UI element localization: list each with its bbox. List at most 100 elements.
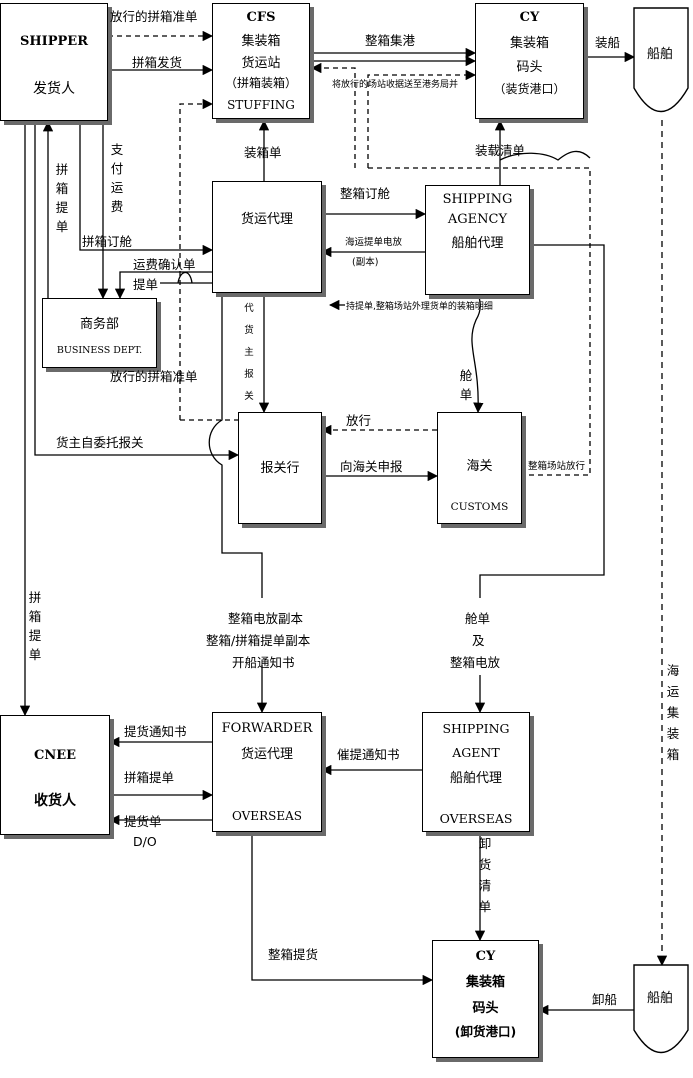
hop-freight	[177, 271, 193, 284]
forwarder-os-cn: 货运代理	[240, 747, 293, 762]
agent-os-cn: 船舶代理	[449, 771, 502, 786]
label-copy: (副本)	[352, 257, 379, 268]
forwarder-box: 货运代理	[212, 181, 322, 293]
label-do-cn: 提货单	[124, 814, 162, 829]
customs-broker-box: 报关行	[238, 412, 322, 524]
cy-load-cn3: （装货港口）	[493, 82, 566, 96]
label-urge-notice: 催提通知书	[337, 747, 400, 762]
shipper-box: SHIPPER 发货人	[0, 3, 108, 121]
label-doc3: 开船通知书	[232, 655, 295, 670]
label-sea-container-v: 海运集装箱	[666, 663, 680, 762]
label-freight-confirm: 运费确认单	[133, 257, 196, 272]
arrow-dashed-cfs-right	[310, 62, 356, 168]
label-manifest-fcl3: 整箱电放	[450, 655, 501, 670]
label-bl-release: 海运提单电放	[345, 237, 403, 248]
cnee-box: CNEE 收货人	[0, 715, 110, 835]
arrow-fcl-pickup	[251, 832, 434, 986]
cnee-cn: 收货人	[34, 793, 76, 809]
label-dashed-note: 将放行的场站收据送至港务局并	[332, 80, 459, 90]
arrow-dashed-note	[367, 69, 477, 168]
label-fcl-to-port: 整箱集港	[365, 33, 416, 48]
shipping-agency-box: SHIPPING AGENCY 船舶代理	[425, 185, 530, 295]
label-fcl-booking: 整箱订舱	[340, 186, 391, 201]
ship-bottom-label: 船舶	[647, 991, 674, 1006]
label-do-en: D/O	[133, 834, 157, 849]
label-release: 放行	[346, 413, 372, 428]
cy-load-en: CY	[519, 10, 540, 25]
label-doc2: 整箱/拼箱提单副本	[206, 633, 311, 648]
cy-load-box: CY 集装箱 码头 （装货港口）	[475, 3, 584, 119]
agency-cn: 船舶代理	[451, 236, 504, 251]
cfs-cn3: （拼箱装箱）	[224, 76, 297, 90]
agent-overseas-box: SHIPPING AGENT 船舶代理 OVERSEAS	[422, 712, 530, 832]
label-cargo-decl-agent: 代货主报关	[244, 303, 254, 402]
forwarder-cn: 货运代理	[240, 212, 293, 227]
cy-discharge-en: CY	[475, 949, 496, 964]
agency-en1: SHIPPING	[442, 192, 513, 207]
label-bl: 提单	[133, 277, 159, 292]
label-pickup-notice: 提货通知书	[124, 724, 187, 739]
label-lcl-bl-left-v: 拼箱提单	[28, 590, 42, 662]
ship-bottom-shape	[633, 964, 689, 1054]
dashed-link	[368, 167, 591, 476]
arrow-freight-confirm	[114, 271, 212, 300]
shipper-en: SHIPPER	[19, 34, 88, 49]
agent-os-en3: OVERSEAS	[439, 811, 513, 826]
business-en: BUSINESS DEPT.	[56, 345, 143, 356]
forwarder-os-en1: FORWARDER	[221, 721, 313, 736]
label-loading: 装船	[595, 35, 621, 50]
broker-cn: 报关行	[260, 461, 300, 476]
cy-discharge-box: CY 集装箱 码头 (卸货港口)	[432, 940, 539, 1058]
line-forwarder-down	[208, 293, 263, 598]
arrow-dashed-cfs-left	[179, 98, 214, 420]
label-manifest-fcl1: 舱单	[465, 611, 491, 626]
agent-os-en1: SHIPPING	[442, 721, 510, 736]
label-discharge-list-v: 卸货清单	[478, 836, 492, 914]
cy-discharge-cn1: 集装箱	[465, 975, 505, 990]
cy-discharge-cn3: (卸货港口)	[454, 1024, 517, 1039]
label-released-lcl-mid: 放行的拼箱准单	[110, 369, 198, 384]
curve-load-list	[499, 150, 591, 161]
label-doc1: 整箱电放副本	[228, 611, 304, 626]
label-load-list: 装载清单	[475, 143, 526, 158]
label-cy-release: 整箱场站放行	[528, 461, 586, 472]
cy-discharge-cn2: 码头	[472, 1001, 499, 1016]
label-lcl-delivery: 拼箱发货	[132, 55, 183, 70]
line-agency-right	[479, 244, 605, 598]
forwarder-overseas-box: FORWARDER 货运代理 OVERSEAS	[212, 712, 322, 832]
ship-top-shape	[633, 7, 689, 113]
cnee-en: CNEE	[33, 748, 77, 763]
label-lcl-bl2: 拼箱提单	[124, 770, 175, 785]
label-owner-entrust: 货主自委托报关	[56, 435, 144, 450]
shipper-cn: 发货人	[33, 81, 75, 97]
business-cn: 商务部	[79, 317, 119, 332]
forwarder-os-en2: OVERSEAS	[232, 809, 302, 823]
label-released-lcl-top: 放行的拼箱准单	[110, 9, 198, 24]
cfs-cn2: 货运站	[241, 56, 281, 71]
cfs-en2: STUFFING	[227, 98, 295, 112]
line-lcl-booking	[79, 122, 214, 256]
agency-en2: AGENCY	[447, 212, 508, 227]
label-lcl-booking: 拼箱订舱	[82, 234, 133, 249]
cfs-box: CFS 集装箱 货运站 （拼箱装箱） STUFFING	[212, 3, 310, 119]
label-manifest-fcl2: 及	[472, 633, 485, 648]
business-dept-box: 商务部 BUSINESS DEPT.	[42, 298, 157, 368]
cfs-en: CFS	[246, 10, 276, 25]
label-lcl-bl-v: 拼箱提单	[55, 162, 69, 234]
cfs-cn1: 集装箱	[241, 34, 281, 49]
label-unloading: 卸船	[592, 992, 618, 1007]
line-owner-entrust	[34, 122, 240, 461]
customs-en: CUSTOMS	[450, 501, 509, 513]
label-declare: 向海关申报	[340, 459, 403, 474]
customs-cn: 海关	[466, 459, 493, 474]
label-tiny-note: 持提单,整箱场站外理货单的装箱明细	[346, 302, 493, 312]
cy-load-cn2: 码头	[516, 60, 543, 75]
label-pack-list: 装箱单	[244, 145, 282, 160]
label-fcl-pickup: 整箱提货	[268, 947, 319, 962]
label-pay-freight: 支付运费	[110, 142, 124, 214]
cy-load-cn1: 集装箱	[509, 36, 549, 51]
label-manifest-v: 舱单	[459, 368, 473, 402]
customs-box: 海关 CUSTOMS	[437, 412, 522, 524]
agent-os-en2: AGENT	[452, 745, 500, 760]
